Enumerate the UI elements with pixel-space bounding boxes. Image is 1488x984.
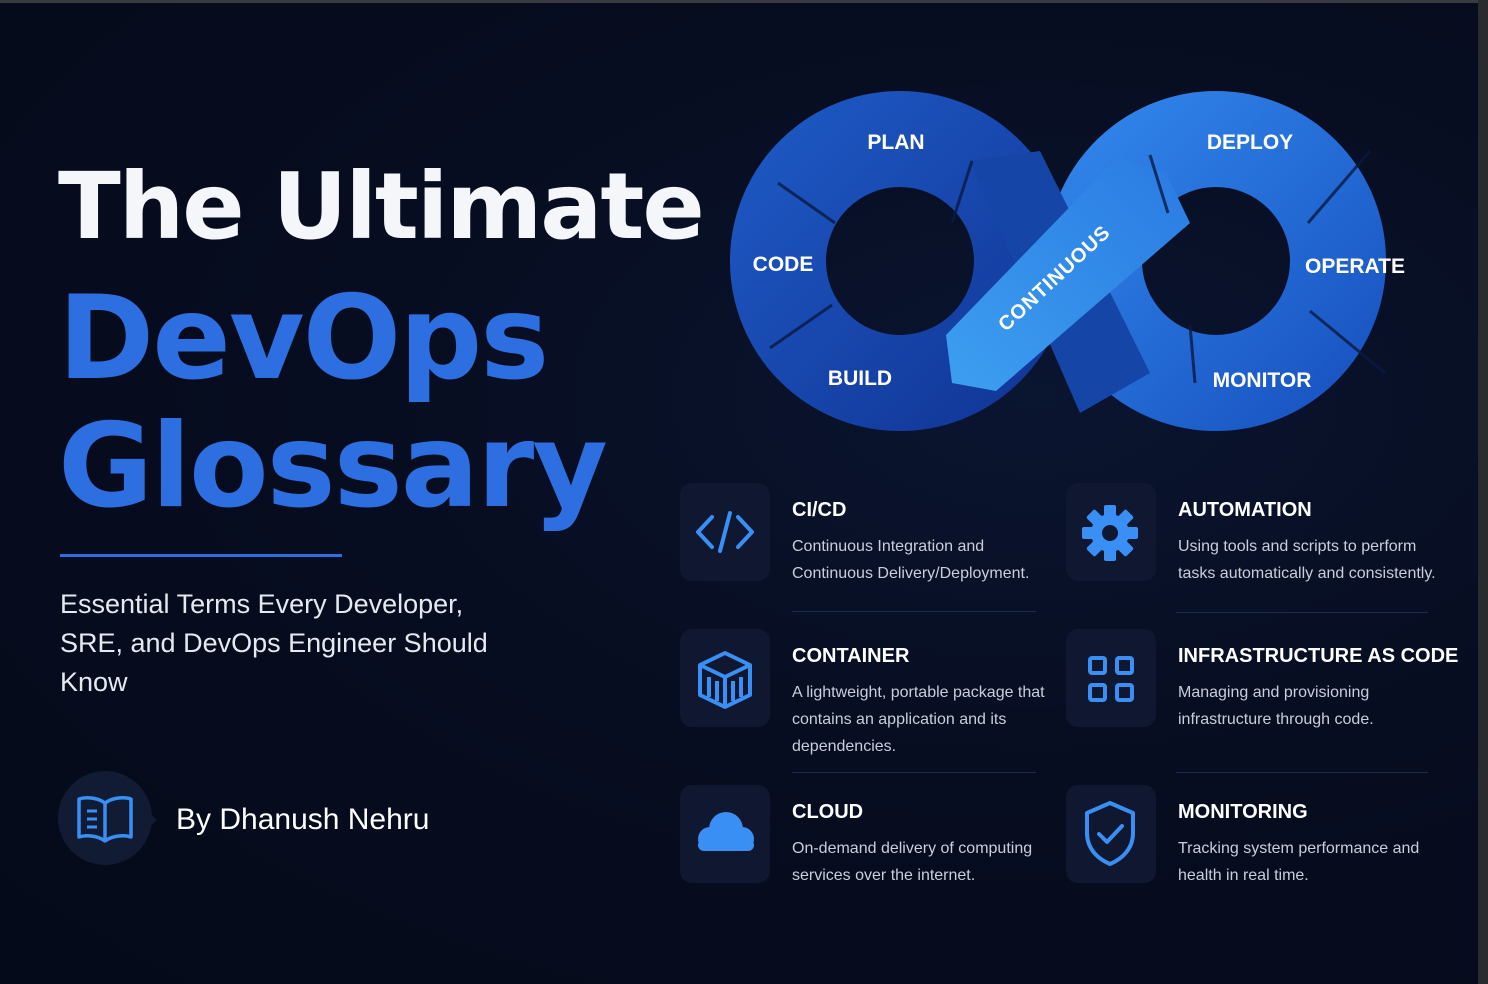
loop-stage-plan: PLAN [867,131,925,154]
term-cicd: CI/CD Continuous Integration and Continu… [680,483,1060,623]
title-line-3: Glossary [58,399,608,534]
subtitle: Essential Terms Every Developer, SRE, an… [60,589,488,697]
term-name: CLOUD [792,801,864,823]
separator [792,611,1036,612]
term-description: A lightweight, portable package that con… [792,684,1045,755]
term-description: Tracking system performance and health i… [1178,840,1420,884]
title-line-1: The Ultimate [58,153,705,260]
term-monitoring: MONITORING Tracking system performance a… [1066,785,1446,925]
separator [1176,612,1428,613]
term-description: On-demand delivery of computing services… [792,840,1033,884]
book-icon [58,771,152,865]
loop-stage-deploy: DEPLOY [1206,131,1294,154]
author-icon-pointer [148,812,157,828]
title-line-2: DevOps [58,271,549,406]
term-description: Using tools and scripts to perform tasks… [1178,538,1436,582]
code-icon [680,483,770,581]
term-cloud: CLOUD On-demand delivery of computing se… [680,785,1060,925]
cloud-icon [680,785,770,883]
loop-stage-monitor: MONITOR [1212,369,1312,392]
devops-infinity-loop [730,91,1386,431]
author-name: By Dhanush Nehru [176,803,430,836]
term-infrastructure-as-code: INFRASTRUCTURE AS CODE Managing and prov… [1066,629,1458,769]
term-description: Managing and provisioning infrastructure… [1178,684,1374,728]
loop-stage-build: BUILD [827,367,893,390]
grid-icon [1066,629,1156,727]
term-name: INFRASTRUCTURE AS CODE [1178,645,1459,667]
term-name: MONITORING [1178,801,1308,823]
term-name: AUTOMATION [1178,499,1312,521]
loop-stage-operate: OPERATE [1305,255,1405,278]
term-automation: AUTOMATION Using tools and scripts to pe… [1066,483,1446,623]
term-container: CONTAINER A lightweight, portable packag… [680,629,1060,769]
shield-check-icon [1066,785,1156,883]
title-divider [60,554,342,557]
term-name: CI/CD [792,499,847,521]
term-name: CONTAINER [792,645,910,667]
container-icon [680,629,770,727]
gear-icon [1066,483,1156,581]
loop-stage-code: CODE [752,253,814,276]
separator [1176,772,1428,773]
term-description: Continuous Integration and Continuous De… [792,538,1030,582]
separator [792,772,1036,773]
